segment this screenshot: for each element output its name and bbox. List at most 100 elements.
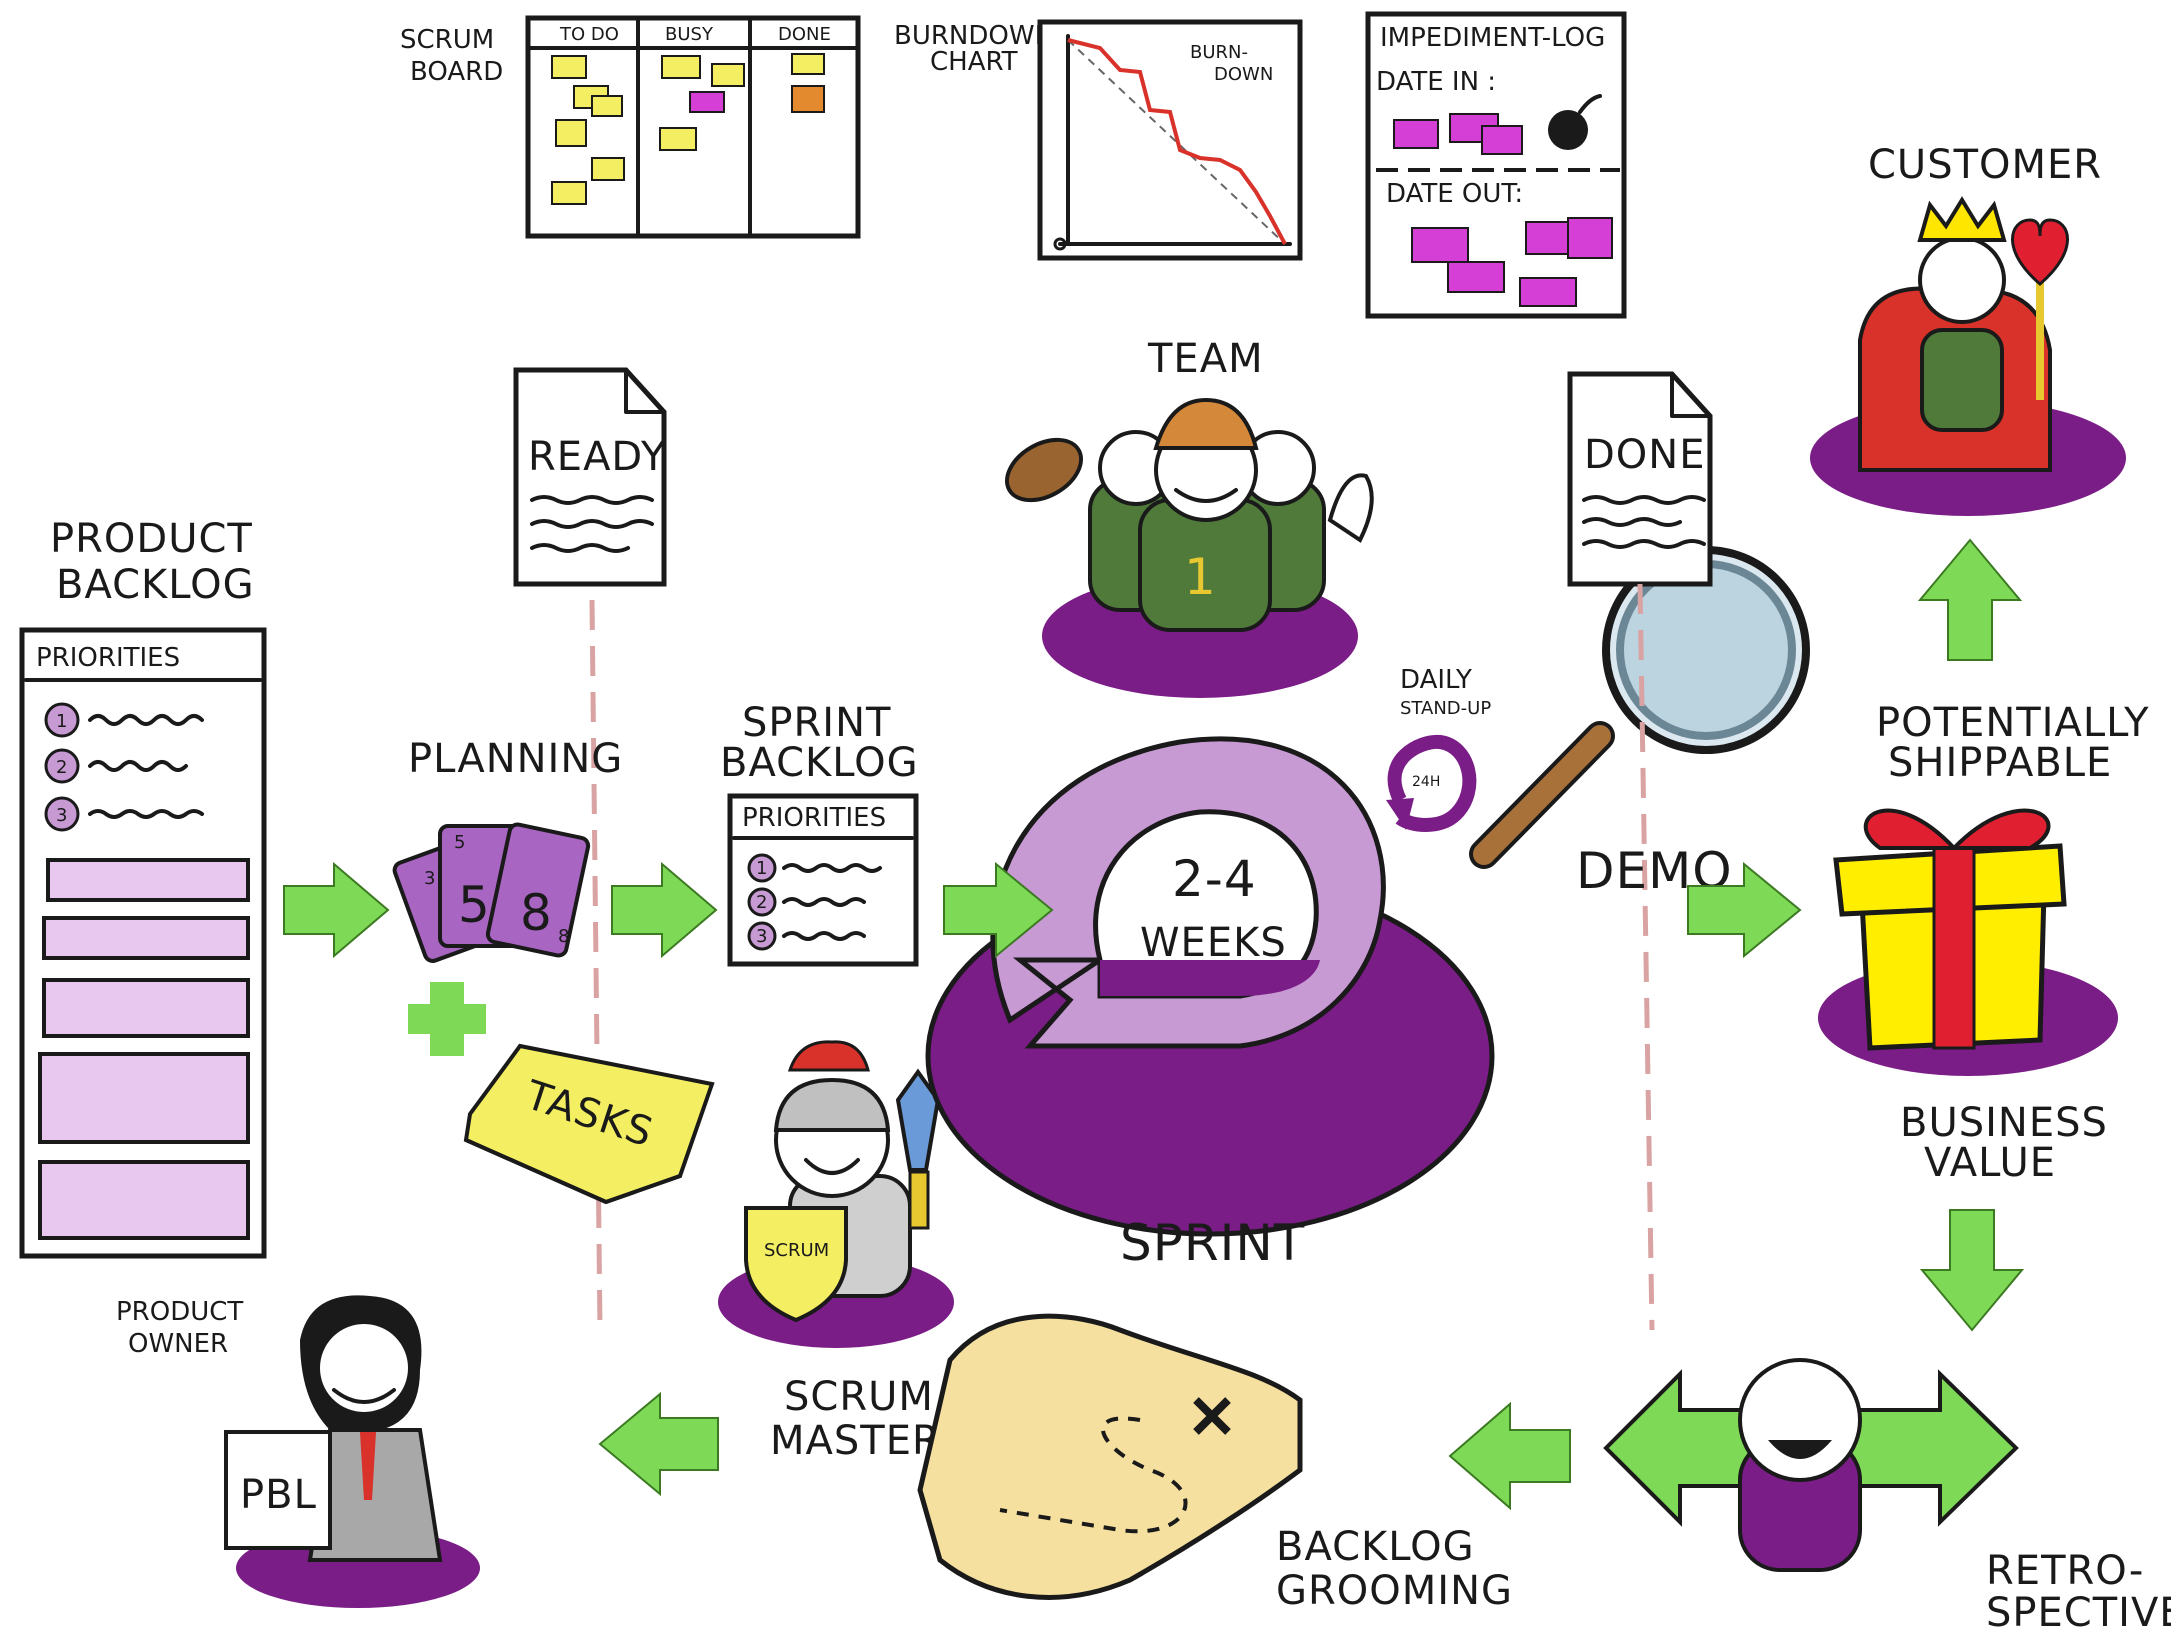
retro-character-head — [1738, 1358, 1862, 1482]
sprint-backlog-title-line2: BACKLOG — [720, 740, 919, 786]
big-card-8: 8 — [520, 884, 553, 942]
ready-label: READY — [528, 434, 666, 480]
burndown-chart: BURNDOWN CHART BURN- DOWN — [894, 19, 1303, 261]
team-jersey-number: 1 — [1184, 548, 1217, 606]
postit — [551, 181, 587, 205]
postit — [661, 55, 701, 79]
sprint-unit: WEEKS — [1140, 920, 1287, 966]
daily-standup-line2: STAND-UP — [1400, 698, 1491, 719]
football-icon — [1005, 437, 1083, 503]
magnifying-glass-icon — [1469, 546, 1810, 869]
gift-bow-left — [1863, 808, 1959, 850]
sprint-backlog-priority-1: 1 — [747, 853, 882, 883]
sprint-backlog-title-line1: SPRINT — [742, 700, 891, 746]
pbl-sign-text: PBL — [240, 1472, 317, 1518]
burndown-ideal-line — [1067, 39, 1286, 245]
product-owner-label-line2: OWNER — [128, 1329, 228, 1359]
waving-hand — [1327, 473, 1374, 543]
burndown-frame — [1037, 19, 1303, 261]
planning: PLANNING 5 3 8 5 8 — [392, 736, 623, 1056]
heart-icon — [2011, 218, 2069, 286]
product-owner-head — [316, 1320, 412, 1416]
impediment-title: IMPEDIMENT-LOG — [1380, 23, 1605, 53]
product-backlog: PRODUCT BACKLOG PRIORITIES 1 2 3 — [19, 516, 267, 1259]
sprint-label: SPRINT — [1120, 1214, 1305, 1272]
product-owner-character: PRODUCT OWNER PBL — [116, 1295, 480, 1608]
svg-text:3: 3 — [756, 926, 767, 947]
product-backlog-title-line2: BACKLOG — [56, 562, 255, 608]
helmet-icon — [773, 1077, 891, 1132]
backlog-grooming: BACKLOG GROOMING — [917, 1313, 1512, 1614]
scrum-board-title-line2: BOARD — [410, 57, 503, 87]
card-value: 3 — [424, 868, 435, 889]
done-label: DONE — [1584, 432, 1705, 478]
retrospective-line2: SPECTIVE — [1986, 1590, 2171, 1632]
scrum-board-title-line1: SCRUM — [400, 25, 494, 55]
sprint-backlog-priority-2: 2 — [747, 887, 866, 917]
arrow-planning-to-sprint-backlog — [611, 861, 718, 959]
burndown-actual-line — [1067, 38, 1287, 245]
sprint-backlog: SPRINT BACKLOG PRIORITIES 1 2 3 — [720, 700, 919, 967]
postit — [711, 63, 745, 87]
scrum-board: SCRUM BOARD TO DO BUSY DONE — [400, 15, 861, 239]
potentially-shippable: POTENTIALLY SHIPPABLE — [1818, 700, 2150, 1076]
scrum-master-character: SCRUM SCRUM MASTER — [718, 1040, 954, 1464]
done-document: DONE — [1567, 371, 1713, 587]
card-value: 5 — [454, 832, 465, 853]
sprint-duration: 2-4 — [1172, 850, 1257, 908]
postit-notes — [551, 53, 825, 205]
impediment-date-in: DATE IN : — [1376, 67, 1496, 97]
business-value-line1: BUSINESS — [1900, 1100, 2108, 1146]
board-col-todo: TO DO — [559, 24, 619, 45]
backlog-item — [42, 916, 250, 960]
product-backlog-priority-1: 1 — [44, 702, 204, 738]
customer-label: CUSTOMER — [1868, 142, 2102, 188]
standup-cycle-arrow — [1387, 734, 1477, 832]
postit — [791, 53, 825, 75]
arrow-value-to-retrospective — [1919, 1209, 2025, 1332]
svg-text:2: 2 — [756, 892, 767, 913]
daily-standup-line1: DAILY — [1400, 665, 1472, 695]
product-backlog-priority-3: 3 — [44, 796, 204, 832]
big-card-5: 5 — [458, 876, 491, 934]
impediment-date-out: DATE OUT: — [1386, 179, 1523, 209]
arrow-sprint-backlog-to-sprint — [943, 861, 1054, 959]
business-value: BUSINESS VALUE — [1900, 1100, 2108, 1186]
backlog-item — [38, 1160, 250, 1240]
board-col-busy: BUSY — [665, 24, 714, 45]
planning-label: PLANNING — [408, 736, 623, 782]
tasks-notes: TASKS — [463, 1043, 715, 1205]
arrow-backlog-to-planning — [283, 861, 390, 959]
backlog-item — [46, 858, 250, 902]
product-owner-label-line1: PRODUCT — [116, 1297, 243, 1327]
backlog-item — [38, 1052, 250, 1144]
team-characters: TEAM 1 — [1005, 336, 1374, 698]
svg-text:1: 1 — [56, 711, 67, 732]
arrow-retrospective-to-grooming — [1448, 1401, 1571, 1511]
retrospective-line1: RETRO- — [1986, 1548, 2144, 1594]
sprint-cycle: 2-4 WEEKS SPRINT — [925, 736, 1495, 1272]
burndown-inner-label-line2: DOWN — [1214, 64, 1273, 85]
product-backlog-title-line1: PRODUCT — [50, 516, 253, 562]
ready-dashed-line — [589, 599, 603, 1331]
postit — [791, 85, 825, 113]
burndown-title-line1: BURNDOWN — [894, 21, 1054, 51]
svg-text:2: 2 — [56, 757, 67, 778]
retrospective: RETRO- SPECTIVE — [1603, 1358, 2171, 1632]
planning-poker-cards — [392, 822, 591, 963]
postit — [659, 127, 697, 151]
scrum-master-label-line2: MASTER — [770, 1418, 941, 1464]
scrum-shield — [744, 1206, 848, 1323]
potentially-shippable-line1: POTENTIALLY — [1876, 700, 2150, 746]
bomb-icon — [1548, 110, 1588, 150]
card-value: 8 — [558, 926, 569, 947]
backlog-item — [42, 978, 250, 1038]
burndown-inner-label-line1: BURN- — [1190, 42, 1248, 63]
scrum-shield-text: SCRUM — [764, 1240, 829, 1261]
ready-document: READY — [513, 367, 667, 587]
done-dashed-line — [1637, 583, 1655, 1331]
arrow-shippable-to-customer — [1917, 538, 2023, 661]
postit — [551, 55, 587, 79]
